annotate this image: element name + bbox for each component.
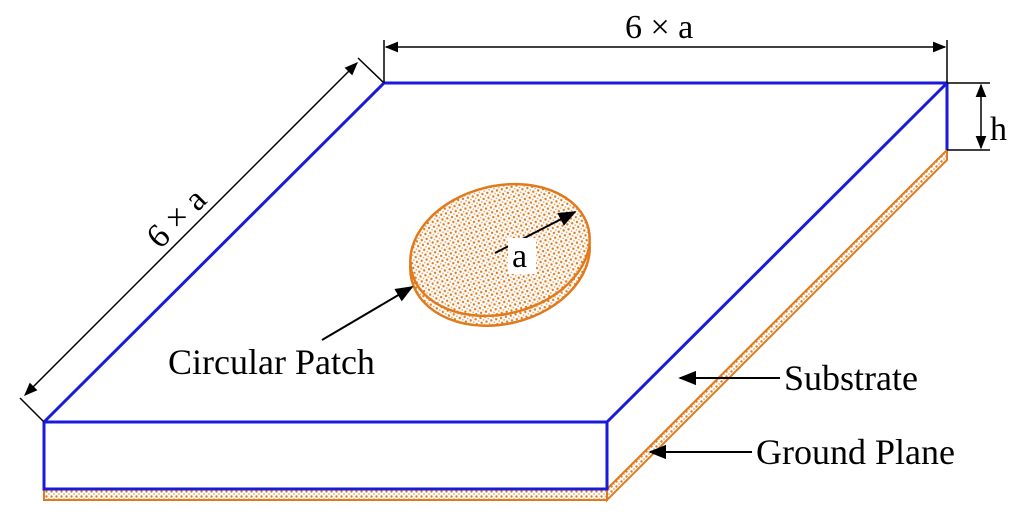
ground-plane-side-strip <box>606 147 948 503</box>
ground-plane-label: Ground Plane <box>756 432 955 472</box>
circular-patch: a <box>409 182 591 327</box>
radius-label-bg <box>508 238 536 274</box>
height-label: h <box>990 111 1007 148</box>
top-dimension: 6 × a <box>383 9 948 83</box>
substrate-top-right-edge <box>605 81 949 424</box>
substrate-label: Substrate <box>784 358 918 398</box>
patch-callout: Circular Patch <box>168 286 414 382</box>
substrate-front-face <box>42 420 609 491</box>
top-dimension-label: 6 × a <box>625 9 693 46</box>
height-dimension: h <box>947 82 1007 151</box>
patch-label: Circular Patch <box>168 342 375 382</box>
side-dim-extension-top <box>357 57 385 84</box>
patch-callout-arrow <box>321 286 414 341</box>
side-dim-line <box>24 62 358 396</box>
radius-label: a <box>512 238 527 275</box>
side-dim-extension-bottom <box>19 397 45 423</box>
ground-plane <box>43 147 948 503</box>
substrate-callout: Substrate <box>678 358 918 398</box>
side-dimension-label: 6 × a <box>139 181 213 255</box>
ground-plane-front-strip <box>43 488 608 501</box>
ground-plane-callout: Ground Plane <box>648 432 955 472</box>
